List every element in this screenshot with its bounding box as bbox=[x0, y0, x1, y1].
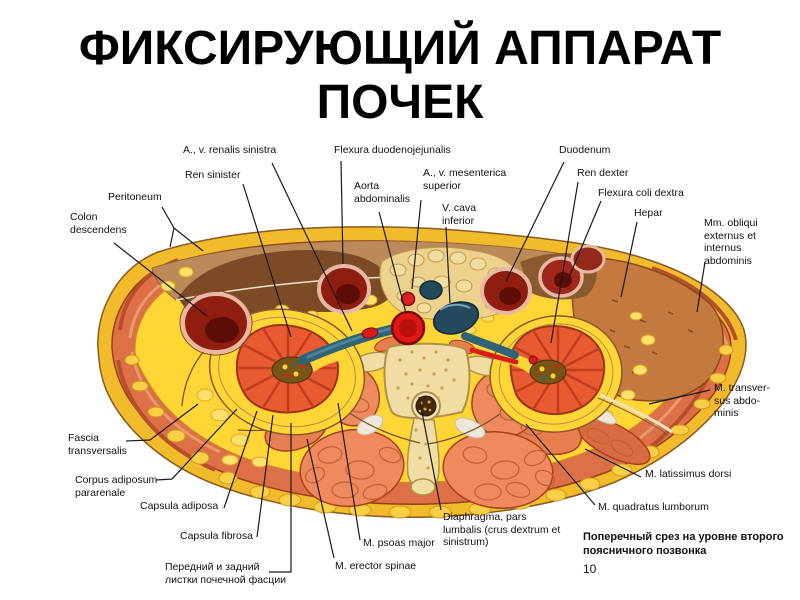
leader-line bbox=[155, 408, 238, 481]
leader-line bbox=[269, 423, 292, 573]
leader-line bbox=[173, 227, 204, 252]
label-a-v-mesenterica-superior: A., v. mesenterica superior bbox=[423, 167, 507, 192]
leader-line bbox=[648, 389, 711, 405]
leader-line bbox=[620, 221, 638, 298]
label-m-latissimus-dorsi: M. latissimus dorsi bbox=[645, 468, 732, 480]
leader-line bbox=[337, 402, 361, 541]
leader-line bbox=[125, 403, 199, 442]
label-flexura-coli-dextra: Flexura coli dextra bbox=[598, 187, 684, 199]
small-artery bbox=[528, 355, 538, 365]
vessels bbox=[298, 280, 538, 365]
left-renal-artery bbox=[361, 327, 379, 339]
cord-dots bbox=[418, 400, 432, 413]
vertebral-body bbox=[383, 342, 471, 419]
colon-descendens-ring bbox=[179, 290, 253, 356]
left-renal-sinus-fat bbox=[310, 348, 344, 372]
leader-line bbox=[411, 199, 422, 290]
label-duodenum: Duodenum bbox=[559, 144, 611, 156]
label-corpus-adiposum-pararenale: Corpus adiposum pararenale bbox=[75, 474, 158, 499]
label-v-cava-inferior: V. cava inferior bbox=[442, 202, 477, 227]
figure-caption: Поперечный срез на уровне второго поясни… bbox=[583, 531, 784, 557]
label-hepar: Hepar bbox=[634, 207, 663, 219]
aorta-lumen bbox=[399, 319, 417, 337]
leader-line bbox=[378, 211, 407, 314]
spinous-tip bbox=[410, 478, 436, 496]
inferior-vena-cava bbox=[432, 301, 480, 335]
label-m-psoas-major: M. psoas major bbox=[363, 537, 435, 549]
leader-line bbox=[223, 410, 258, 509]
label-diaphragma-pars-lumbalis: Diaphragma, pars lumbalis (crus dextrum … bbox=[443, 511, 561, 548]
right-renal-artery bbox=[469, 347, 519, 365]
leader-line bbox=[566, 200, 602, 283]
superior-mesenteric-vein bbox=[419, 280, 443, 300]
leader-line bbox=[256, 414, 274, 538]
leader-line bbox=[113, 242, 208, 317]
label-mm-obliqui: Mm. obliqui externus et internus abdomin… bbox=[704, 217, 758, 267]
leader-line bbox=[525, 423, 596, 506]
leader-line bbox=[340, 160, 344, 265]
label-aorta-abdominalis: Aorta abdominalis bbox=[354, 180, 411, 205]
ivc-highlight bbox=[439, 303, 471, 311]
label-m-quadratus-lumborum: M. quadratus lumborum bbox=[598, 501, 709, 513]
right-kidney-group bbox=[489, 315, 623, 433]
leader-line bbox=[445, 226, 451, 304]
label-ren-dexter: Ren dexter bbox=[577, 167, 629, 179]
leader-line bbox=[550, 181, 579, 344]
label-m-transversus-abdominis: M. transver- sus abdo- minis bbox=[714, 382, 771, 419]
right-kidney-fascia-ring bbox=[498, 323, 614, 425]
bowel-sections bbox=[179, 244, 606, 356]
liver-speckles bbox=[609, 299, 694, 375]
leader-line bbox=[161, 206, 175, 248]
superior-mesenteric-artery bbox=[400, 291, 416, 307]
leader-line bbox=[242, 183, 292, 338]
label-flexura-duodenojejunalis: Flexura duodenojejunalis bbox=[334, 144, 451, 156]
label-peritoneum: Peritoneum bbox=[108, 191, 162, 203]
left-kidney-group bbox=[208, 308, 366, 436]
label-ren-sinister: Ren sinister bbox=[185, 169, 241, 181]
slide-title: ФИКСИРУЮЩИЙ АППАРАТ ПОЧЕК bbox=[78, 22, 722, 129]
left-kidney-fascia-ring bbox=[218, 316, 356, 428]
duodenum-lumen bbox=[499, 287, 521, 305]
label-a-v-renalis-sinistra: A., v. renalis sinistra bbox=[183, 144, 277, 156]
leader-lines bbox=[113, 160, 711, 573]
jejunal-flexure-lumen bbox=[336, 284, 360, 304]
colon-descendens-lumen bbox=[205, 317, 239, 343]
label-capsula-fibrosa: Capsula fibrosa bbox=[180, 530, 253, 542]
page-number: 10 bbox=[583, 562, 597, 576]
label-colon-descendens: Colon descendens bbox=[70, 211, 127, 236]
leader-line bbox=[306, 438, 335, 559]
label-renal-fascia-layers: Передний и задний листки почечной фасции bbox=[165, 561, 287, 586]
right-renal-vein bbox=[461, 332, 519, 359]
trabecular-dots bbox=[396, 350, 456, 470]
left-hilum-dots bbox=[282, 362, 304, 378]
spinal-canal-ring bbox=[413, 393, 439, 419]
leader-line bbox=[584, 448, 642, 478]
leader-line bbox=[696, 261, 706, 313]
leader-line bbox=[271, 162, 353, 332]
erector-spinae-left bbox=[299, 428, 405, 508]
label-fascia-transversalis: Fascia transversalis bbox=[68, 432, 127, 457]
right-colic-flexure-lumen bbox=[554, 272, 572, 288]
label-capsula-adiposa: Capsula adiposa bbox=[140, 500, 219, 512]
leader-line bbox=[505, 161, 565, 282]
right-hilum-dots bbox=[539, 365, 558, 380]
leader-line bbox=[418, 396, 442, 511]
label-m-erector-spinae: M. erector spinae bbox=[335, 560, 417, 572]
transversus-fascia bbox=[597, 393, 673, 436]
